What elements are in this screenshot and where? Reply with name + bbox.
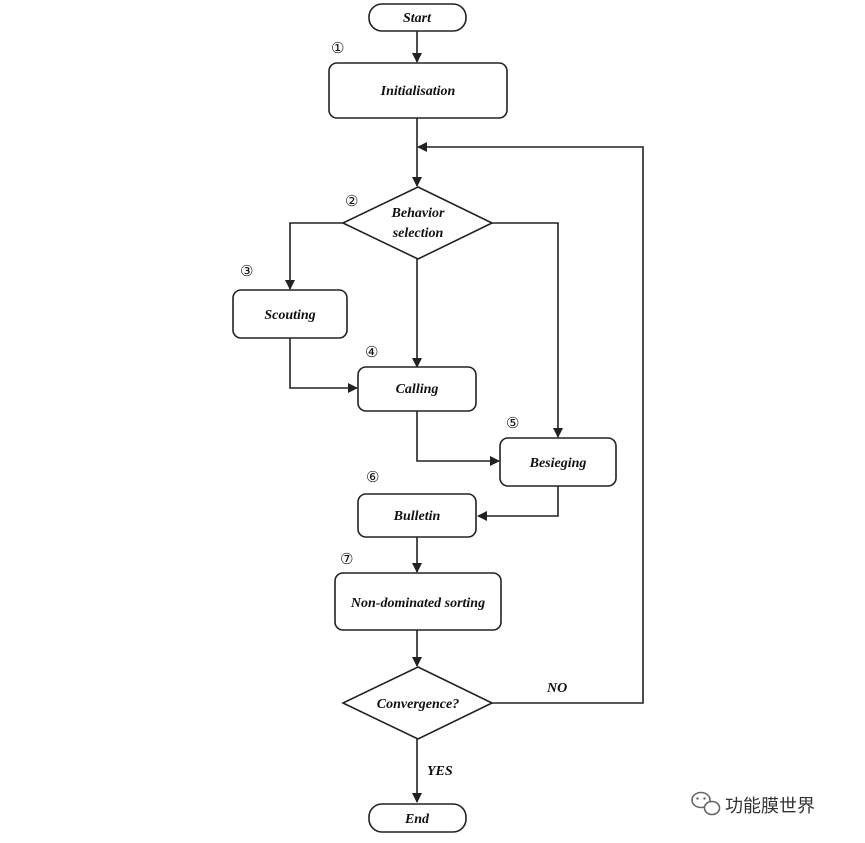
edge-convergence-no-loop [417, 142, 644, 704]
calling-node: Calling [357, 366, 477, 412]
sorting-node: Non-dominated sorting [334, 572, 502, 631]
end-node: End [368, 803, 467, 833]
initialisation-node: Initialisation [328, 62, 508, 119]
scouting-label: Scouting [264, 308, 315, 323]
sorting-label: Non-dominated sorting [350, 596, 485, 611]
bulletin-label: Bulletin [393, 509, 441, 524]
scouting-node: Scouting [232, 289, 348, 339]
edge-calling-to-besieging [416, 411, 500, 466]
step-number-7: ⑦ [340, 550, 353, 568]
start-label: Start [403, 11, 432, 26]
step-number-1: ① [331, 39, 344, 57]
besieging-label: Besieging [529, 456, 587, 471]
bulletin-node: Bulletin [357, 493, 477, 538]
wechat-icon [691, 791, 721, 816]
edges [285, 31, 644, 803]
initialisation-label: Initialisation [380, 84, 456, 99]
edge-besieging-to-bulletin [477, 486, 559, 521]
end-label: End [404, 812, 430, 827]
step-number-6: ⑥ [366, 468, 379, 486]
watermark: 功能膜世界 [691, 791, 815, 817]
step-number-2: ② [345, 192, 358, 210]
behavior-selection-node: Behavior selection [341, 186, 494, 260]
behavior-selection-label-line2: selection [392, 226, 444, 241]
besieging-node: Besieging [499, 437, 617, 487]
edge-selection-to-besieging [492, 222, 563, 438]
behavior-selection-label-line1: Behavior [391, 206, 445, 221]
step-number-4: ④ [365, 343, 378, 361]
edge-selection-to-scouting [285, 222, 343, 290]
watermark-text: 功能膜世界 [725, 796, 815, 817]
no-label: NO [546, 681, 567, 696]
yes-label: YES [427, 764, 453, 779]
convergence-node: Convergence? [341, 666, 494, 740]
step-number-5: ⑤ [506, 414, 519, 432]
edge-scouting-to-calling [289, 338, 358, 393]
step-number-3: ③ [240, 262, 253, 280]
convergence-label: Convergence? [377, 697, 459, 712]
calling-label: Calling [396, 382, 439, 397]
start-node: Start [368, 3, 467, 32]
